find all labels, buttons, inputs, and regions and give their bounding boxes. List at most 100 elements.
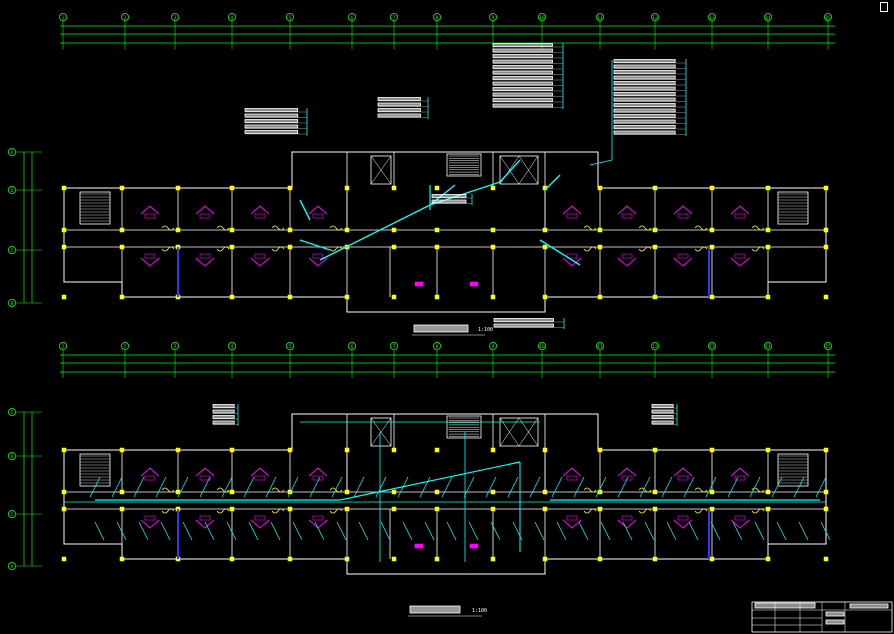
axis-bubble xyxy=(285,341,294,350)
fixture-symbol xyxy=(195,467,215,477)
end-stair-right xyxy=(777,191,809,225)
lower-plan-title-group: 1:100 xyxy=(408,605,487,617)
axis-label: 8 xyxy=(436,344,439,350)
door-swing xyxy=(161,246,175,252)
axis-label: 1 xyxy=(62,344,65,350)
fixture-box xyxy=(254,515,266,521)
door-swing xyxy=(583,508,597,514)
column xyxy=(490,447,496,453)
fixture-symbol xyxy=(140,257,160,267)
column xyxy=(434,244,440,250)
cable-callout xyxy=(431,194,473,205)
column xyxy=(765,506,771,512)
branch-circuit xyxy=(133,476,145,498)
column xyxy=(287,447,293,453)
column xyxy=(287,227,293,233)
fixture-symbol xyxy=(308,205,328,215)
axis-bubble xyxy=(651,12,660,21)
fixture-box xyxy=(677,213,689,219)
column xyxy=(542,227,548,233)
branch-circuit xyxy=(771,476,783,498)
column xyxy=(490,244,496,250)
note-text-line xyxy=(493,323,554,328)
branch-circuit xyxy=(116,521,127,541)
branch-circuit xyxy=(639,476,651,498)
column xyxy=(175,447,181,453)
side-axis-bubble xyxy=(7,298,16,307)
branch-circuit xyxy=(732,521,743,541)
fixture-box xyxy=(621,515,633,521)
axis-bubble xyxy=(59,341,68,350)
column xyxy=(490,489,496,495)
column xyxy=(652,489,658,495)
fixture-symbol xyxy=(562,257,582,267)
door-swing xyxy=(216,508,230,514)
note-text-line xyxy=(492,81,553,86)
door-swing xyxy=(583,487,597,493)
branch-circuit xyxy=(512,521,523,541)
note-text-line xyxy=(377,108,421,112)
cable-schedule-bottom xyxy=(493,318,565,329)
branch-circuit xyxy=(111,476,123,498)
fixture-symbol xyxy=(562,519,582,529)
fixture-symbol xyxy=(250,519,270,529)
elevator-cross xyxy=(518,417,539,447)
column xyxy=(434,556,440,562)
axis-label: 11 xyxy=(597,344,603,350)
fixture-symbol xyxy=(730,467,750,477)
fixture-box xyxy=(621,253,633,259)
note-text-line xyxy=(493,318,554,322)
note-text-line xyxy=(613,81,676,85)
column xyxy=(597,244,603,250)
column xyxy=(287,506,293,512)
side-axis-label: C xyxy=(11,248,14,254)
column xyxy=(391,506,397,512)
branch-circuit xyxy=(793,476,805,498)
door-swing xyxy=(271,246,285,252)
column xyxy=(823,489,829,495)
drawing-id-tag xyxy=(880,2,888,12)
door-swing xyxy=(751,508,765,514)
column xyxy=(765,489,771,495)
branch-circuit xyxy=(551,476,563,498)
branch-circuit xyxy=(534,521,545,541)
note-text-line xyxy=(492,54,553,58)
note-text-line xyxy=(244,119,299,123)
column xyxy=(61,227,67,233)
column xyxy=(597,556,603,562)
fixture-symbol xyxy=(308,519,328,529)
door-swing xyxy=(694,508,708,514)
column xyxy=(287,185,293,191)
fixture-box xyxy=(144,475,156,481)
note-text-line xyxy=(613,92,676,96)
branch-circuit xyxy=(358,521,369,541)
branch-circuit xyxy=(776,521,787,541)
fixture-box xyxy=(144,213,156,219)
axis-label: 7 xyxy=(393,15,396,21)
column xyxy=(597,447,603,453)
axis-label: 4 xyxy=(231,15,234,21)
column xyxy=(490,506,496,512)
side-axis-bubble xyxy=(7,509,16,518)
column xyxy=(652,227,658,233)
note-text-line xyxy=(613,103,676,107)
branch-circuit xyxy=(375,476,387,498)
branch-circuit xyxy=(683,476,695,498)
column xyxy=(61,447,67,453)
title-block-text xyxy=(825,619,845,625)
column xyxy=(709,227,715,233)
column xyxy=(391,294,397,300)
axis-bubble xyxy=(651,341,660,350)
door-swing xyxy=(751,225,765,231)
axis-bubble xyxy=(227,12,236,21)
door-swing xyxy=(161,508,175,514)
note-text-line xyxy=(613,108,676,113)
axis-label: 3 xyxy=(174,344,177,350)
axis-bubble xyxy=(347,12,356,21)
branch-circuit xyxy=(710,521,721,541)
note-text-line xyxy=(377,97,421,101)
axis-label: 15 xyxy=(825,15,831,21)
fixture-box xyxy=(566,253,578,259)
note-text-line xyxy=(651,409,674,414)
